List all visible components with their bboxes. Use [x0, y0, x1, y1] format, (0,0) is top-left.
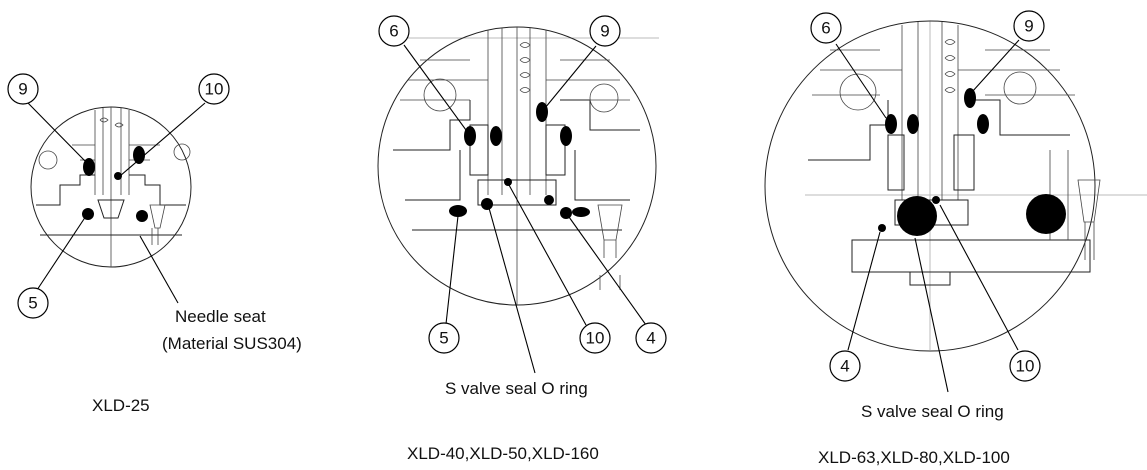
svg-text:4: 4 — [840, 357, 849, 376]
svg-text:10: 10 — [205, 80, 224, 99]
svg-text:6: 6 — [821, 19, 830, 38]
callout-4-xld-40: 4 — [635, 322, 667, 354]
valve-cross-section-xld-40 — [393, 27, 640, 305]
svg-text:9: 9 — [600, 22, 609, 41]
svg-text:9: 9 — [1024, 17, 1033, 36]
detail-circle-xld-63 — [764, 20, 1096, 352]
needle-seat-material-label: (Material SUS304) — [162, 334, 302, 353]
leader-lines-xld-40 — [403, 44, 647, 374]
s-valve-seal-label-xld-63: S valve seal O ring — [861, 402, 1004, 421]
callout-4-xld-63: 4 — [829, 350, 861, 382]
model-label-xld-40-50-160: XLD-40,XLD-50,XLD-160 — [407, 444, 599, 463]
svg-text:5: 5 — [28, 294, 37, 313]
valve-cross-section-xld-63 — [808, 22, 1101, 286]
callout-9-xld-40: 9 — [589, 15, 621, 47]
callout-10-xld-40: 10 — [579, 322, 611, 354]
svg-text:10: 10 — [1016, 357, 1035, 376]
leader-lines-xld-63 — [835, 39, 1020, 393]
o-rings-xld-40 — [449, 102, 590, 219]
callout-5-xld-25: 5 — [17, 287, 49, 319]
callout-10-xld-63: 10 — [1009, 350, 1041, 382]
valve-cross-section-xld-25 — [36, 107, 191, 267]
needle-seat-label: Needle seat — [175, 307, 266, 326]
callout-10-xld-25: 10 — [198, 73, 230, 105]
svg-text:4: 4 — [646, 329, 655, 348]
diagram-xld-25: 9 10 5 Needle seat (Material SUS304) XLD… — [7, 73, 302, 415]
model-label-xld-25: XLD-25 — [92, 396, 150, 415]
callout-5-xld-40: 5 — [428, 322, 460, 354]
callout-6-xld-63: 6 — [810, 12, 842, 44]
callout-9-xld-25: 9 — [7, 73, 39, 105]
s-valve-seal-label-xld-40: S valve seal O ring — [445, 379, 588, 398]
svg-text:5: 5 — [439, 329, 448, 348]
svg-text:9: 9 — [18, 80, 27, 99]
callout-9-xld-63: 9 — [1013, 10, 1045, 42]
diagram-xld-40-50-160: 6 9 5 10 4 S valve seal O ring XLD-40,XL… — [377, 15, 667, 463]
svg-text:6: 6 — [389, 22, 398, 41]
o-rings-xld-25 — [82, 146, 148, 222]
model-label-xld-63-80-100: XLD-63,XLD-80,XLD-100 — [818, 448, 1010, 467]
svg-text:10: 10 — [586, 329, 605, 348]
o-rings-xld-63 — [878, 88, 1066, 236]
diagram-xld-63-80-100: 6 9 4 10 S valve seal O ring XLD-63,XLD-… — [764, 10, 1147, 467]
callout-6-xld-40: 6 — [378, 15, 410, 47]
leader-lines-xld-25 — [27, 102, 206, 304]
